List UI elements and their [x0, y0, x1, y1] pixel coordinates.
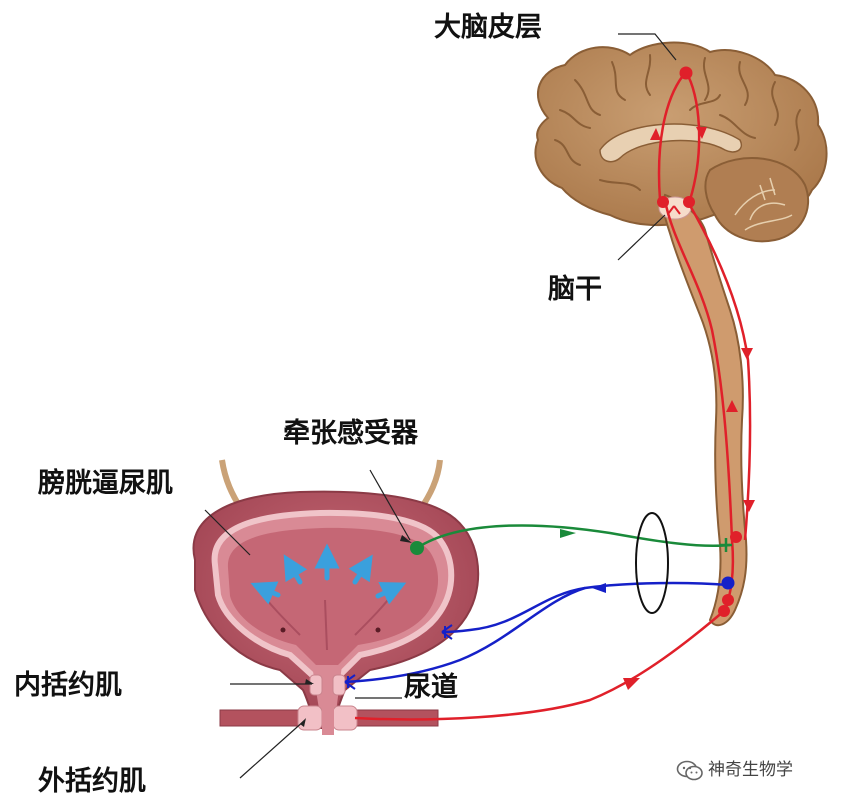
- stretch-arrows: [250, 543, 407, 605]
- somatic-efferent-pathway: [354, 610, 725, 721]
- label-external-sphincter: 外括约肌: [38, 766, 146, 797]
- bladder: [192, 459, 480, 735]
- brain: [534, 41, 828, 627]
- motor-pathway-arrows: [650, 127, 755, 512]
- brainstem-neuron-right: [683, 196, 695, 208]
- cortex-neuron: [679, 66, 693, 80]
- label-urethra: 尿道: [404, 672, 458, 703]
- label-stretch-receptor: 牵张感受器: [283, 418, 418, 449]
- label-brainstem: 脑干: [548, 274, 602, 305]
- wechat-icon: [676, 760, 703, 781]
- label-detrusor: 膀胱逼尿肌: [38, 468, 173, 499]
- watermark-text: 神奇生物学: [708, 760, 793, 780]
- spinal-motor-neuron-mid: [722, 594, 734, 606]
- label-internal-sphincter: 内括约肌: [14, 670, 122, 701]
- label-cortex: 大脑皮层: [434, 12, 542, 43]
- sensory-afferent-pathway: [410, 524, 732, 555]
- spinal-motor-neuron-upper: [730, 531, 742, 543]
- parasympathetic-neuron: [721, 576, 735, 590]
- leader-lines: [204, 33, 677, 779]
- brainstem-neuron-left: [657, 196, 669, 208]
- ganglion-ring: [635, 512, 669, 614]
